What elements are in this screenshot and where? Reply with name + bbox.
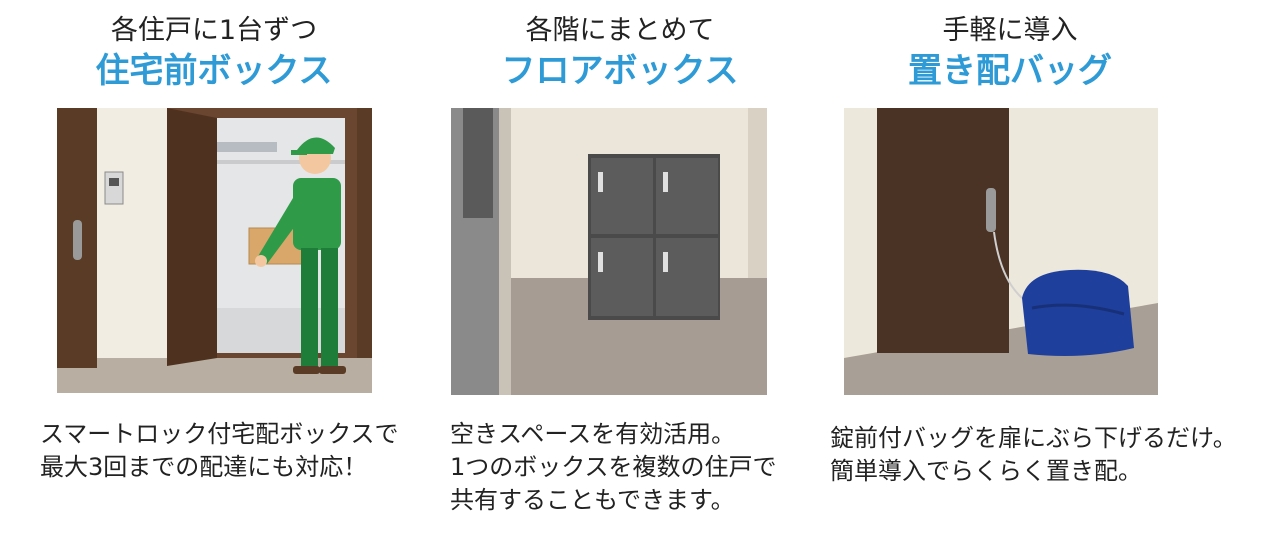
- desc-line: 最大3回までの配達にも対応！: [40, 453, 368, 481]
- desc-line: 空きスペースを有効活用。: [450, 420, 736, 448]
- desc-line: 簡単導入でらくらく置き配。: [830, 457, 1142, 485]
- option-subtitle: 手軽に導入: [942, 15, 1078, 46]
- floor-box-illustration: [451, 108, 767, 395]
- desc-line: 共有することもできます。: [450, 486, 735, 514]
- option-floor-box: 各階にまとめて フロアボックス: [430, 0, 810, 538]
- option-title: フロアボックス: [501, 51, 739, 91]
- option-subtitle: 各階にまとめて: [525, 15, 715, 46]
- option-home-box: 各住戸に1台ずつ 住宅前ボックス: [24, 0, 404, 538]
- option-subtitle: 各住戸に1台ずつ: [110, 15, 318, 46]
- option-drop-bag: 手軽に導入 置き配バッグ 錠前付バッグを扉にぶら下げるだけ。 簡単導入でらくらく…: [820, 0, 1237, 538]
- drop-bag-illustration: [844, 108, 1158, 395]
- desc-line: スマートロック付宅配ボックスで: [40, 420, 399, 448]
- locker-image: [451, 108, 767, 395]
- delivery-bag-image: [844, 108, 1158, 395]
- home-box-illustration: [57, 108, 372, 393]
- desc-line: 錠前付バッグを扉にぶら下げるだけ。: [830, 424, 1237, 452]
- option-title: 置き配バッグ: [908, 51, 1112, 91]
- option-description: スマートロック付宅配ボックスで 最大3回までの配達にも対応！: [40, 418, 430, 484]
- option-description: 錠前付バッグを扉にぶら下げるだけ。 簡単導入でらくらく置き配。: [830, 422, 1237, 488]
- courier-delivery-image: [57, 108, 372, 393]
- option-title: 住宅前ボックス: [95, 51, 333, 91]
- desc-line: 1つのボックスを複数の住戸で: [450, 453, 777, 481]
- option-description: 空きスペースを有効活用。 1つのボックスを複数の住戸で 共有することもできます。: [450, 418, 840, 517]
